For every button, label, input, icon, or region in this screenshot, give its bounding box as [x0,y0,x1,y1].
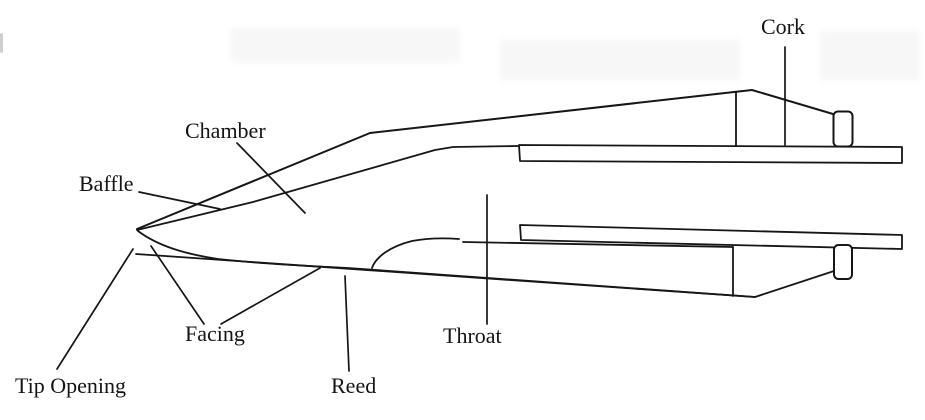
scan-smudge [820,30,920,80]
baffle-leader-line [138,191,221,210]
lower-cork-end-cap [833,244,853,280]
label-cork: Cork [761,14,805,39]
facing-leader-line-left [150,245,205,325]
tip-opening-leader-line [56,248,134,370]
upper-cork-end-cap [832,110,854,148]
label-tip-opening: Tip Opening [15,373,127,398]
reed-line [135,253,756,298]
facing-leader-line-right [220,267,321,325]
lower-neck-bar [519,224,903,250]
chamber-leader-line [236,142,306,214]
baffle-interior-line [136,145,520,231]
upper-neck-bar [518,144,903,164]
label-throat: Throat [443,323,502,348]
label-chamber: Chamber [185,118,266,143]
lower-shank-diagonal [754,270,835,298]
top-profile-line [136,89,834,230]
throat-curve [371,237,460,269]
label-facing: Facing [185,321,245,346]
scan-edge-artifact [0,33,3,53]
bore-lower-line [462,241,734,248]
scan-smudge [230,28,460,62]
scan-smudge [500,40,740,80]
label-baffle: Baffle [79,171,134,196]
label-reed: Reed [331,373,377,398]
reed-leader-line [344,275,350,372]
